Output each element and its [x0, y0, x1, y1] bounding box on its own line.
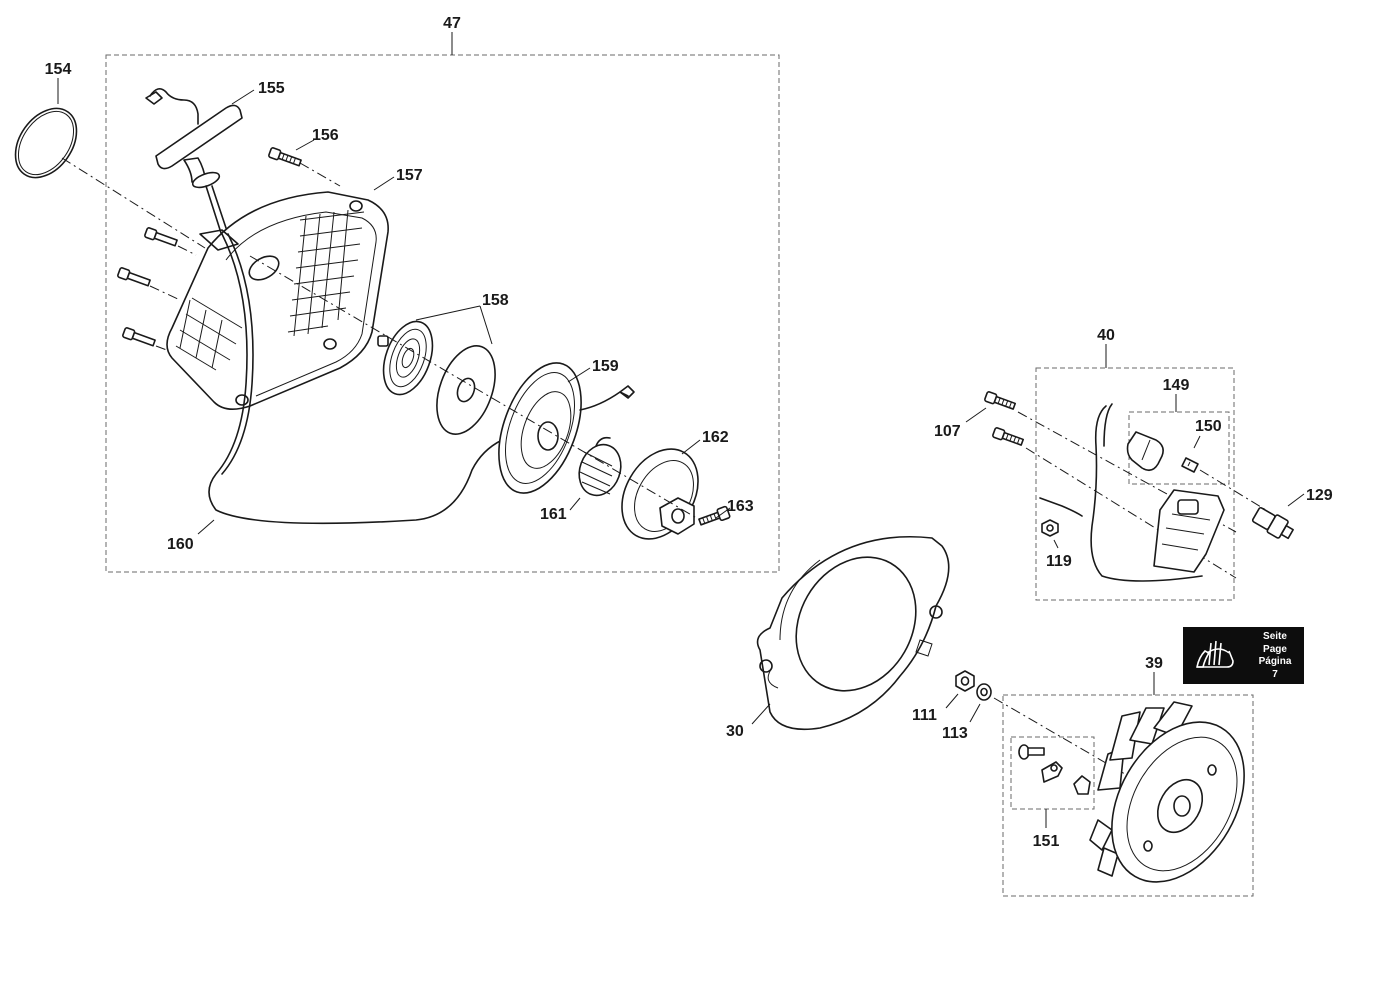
group-47-box: [105, 54, 780, 573]
callout-107: 107: [934, 423, 961, 440]
callout-157: 157: [396, 167, 423, 184]
group-40-box: [1035, 367, 1235, 601]
callout-155: 155: [258, 80, 285, 97]
page-ref-line-page: Page: [1263, 643, 1287, 655]
page-reference-text: Seite Page Página 7: [1249, 631, 1301, 681]
callout-154: 154: [45, 61, 72, 78]
part-39-flywheel: [1089, 701, 1245, 883]
group-label-40: 40: [1097, 327, 1115, 344]
page-reference-badge[interactable]: Seite Page Página 7: [1183, 627, 1304, 684]
page-ref-line-seite: Seite: [1263, 631, 1287, 642]
flywheel-page-icon: [1196, 640, 1234, 668]
callout-161: 161: [540, 506, 567, 523]
group-label-151: 151: [1033, 833, 1060, 850]
group-39-box: [1002, 694, 1254, 897]
part-158-rewind-spring: [377, 320, 496, 435]
part-150-contact-spring: [1181, 457, 1199, 473]
group-label-47: 47: [443, 15, 461, 32]
part-151-pawl-kit: [1018, 744, 1091, 795]
part-156-screws: [117, 147, 302, 347]
callout-156: 156: [312, 127, 339, 144]
part-113-washer: [976, 683, 992, 701]
part-161-pawl-spring: [578, 436, 622, 497]
part-154-gasket: [14, 107, 78, 179]
callout-163: 163: [727, 498, 754, 515]
part-160-starter-rope: [208, 233, 503, 525]
callout-30: 30: [726, 723, 744, 740]
callout-160: 160: [167, 536, 194, 553]
part-ignition-module: [1039, 403, 1225, 582]
part-159-rope-rotor: [498, 362, 635, 494]
part-129-spark-plug: [1251, 507, 1294, 540]
part-111-nut: [955, 670, 975, 692]
part-162-starter-pulley: [621, 448, 699, 540]
callout-113: 113: [942, 725, 968, 742]
callout-150: 150: [1195, 418, 1222, 435]
part-149-plug-boot: [1126, 431, 1164, 472]
part-163-screw: [698, 505, 731, 526]
part-157-starter-cover: [166, 191, 389, 410]
callout-162: 162: [702, 429, 729, 446]
callout-158: 158: [482, 292, 509, 309]
callout-129: 129: [1306, 487, 1333, 504]
callout-111: 111: [912, 707, 937, 724]
page-ref-line-number: 7: [1272, 668, 1278, 680]
part-30-fan-cover: [756, 535, 950, 731]
part-155-starter-handle: [145, 88, 243, 237]
part-119-nut: [1041, 519, 1059, 537]
group-151-box: [1010, 736, 1095, 810]
page-ref-line-pagina: Página: [1258, 656, 1292, 667]
callout-159: 159: [592, 358, 619, 375]
callout-119: 119: [1046, 553, 1072, 570]
group-label-39: 39: [1145, 655, 1163, 672]
group-label-149: 149: [1163, 377, 1190, 394]
part-107-screws: [984, 391, 1025, 446]
